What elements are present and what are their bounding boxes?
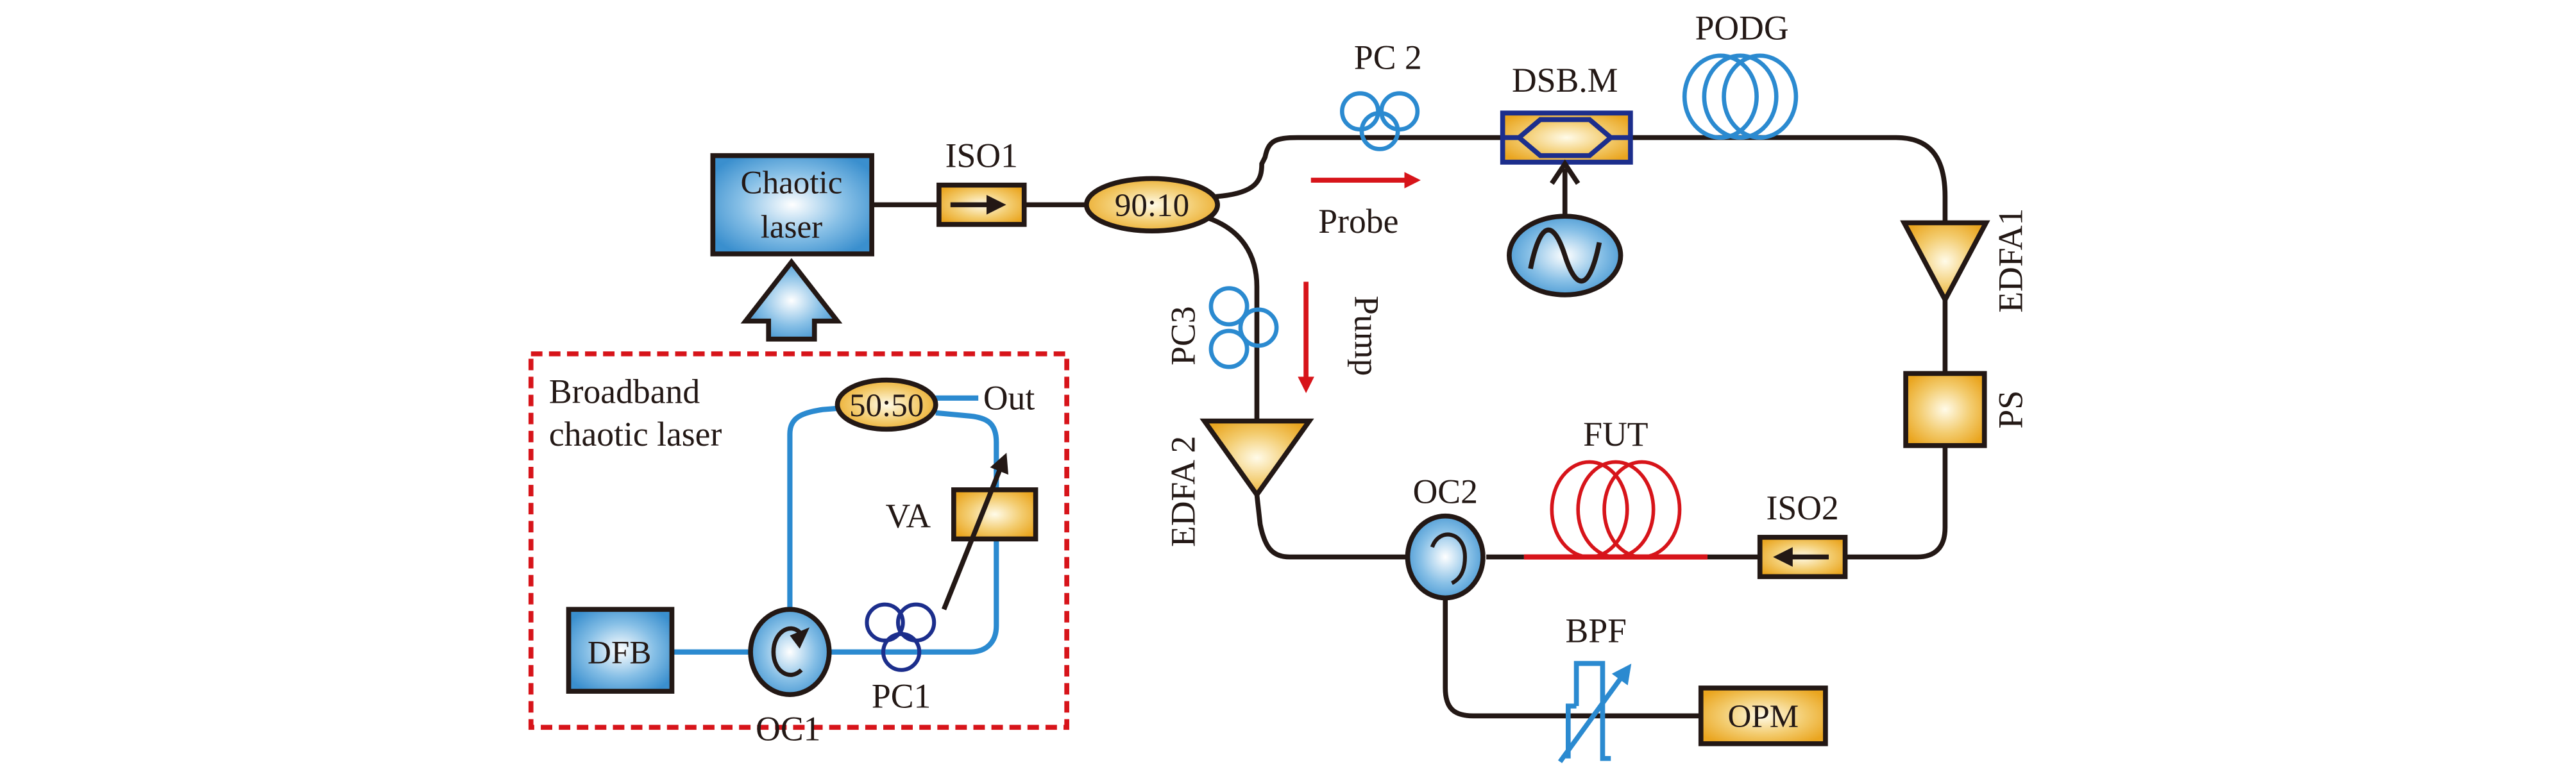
edfa1-label: EDFA1	[1991, 208, 2029, 313]
podg-fiber-coil: PODG	[1682, 8, 1799, 140]
fut-label: FUT	[1583, 415, 1648, 453]
circulator-arrow-icon	[1430, 532, 1467, 585]
adjustable-arrow-icon	[941, 453, 1009, 610]
optical-power-meter: OPM	[1698, 685, 1828, 746]
probe-label: Probe	[1318, 202, 1398, 240]
coupler-50-50	[835, 377, 938, 432]
coupler-90-10: 90:10	[1083, 176, 1220, 234]
edfa-1: EDFA1	[1900, 208, 2029, 313]
polarization-switch: PS	[1903, 371, 2029, 448]
polarization-controller-3: PC3	[1164, 286, 1279, 369]
coupler-50-50-label: 50:50	[849, 387, 924, 424]
dfb-laser	[566, 607, 675, 694]
pc2-label: PC 2	[1354, 38, 1422, 76]
fut-fiber-coil: FUT	[1550, 415, 1682, 559]
variable-attenuator	[951, 487, 1038, 542]
pc1-coil	[865, 602, 905, 643]
tunable-bandpass-filter: BPF	[1557, 611, 1632, 764]
pc3-label: PC3	[1164, 306, 1202, 365]
inset-title-line2: chaotic laser	[549, 415, 722, 453]
chaotic-laser: Chaotic laser	[710, 153, 874, 256]
isolator-1: ISO1	[936, 137, 1027, 227]
pump-label: Pump	[1348, 296, 1386, 376]
broadband-chaotic-laser-inset: Broadband chaotic laser DFB OC1 PC1 VA 5…	[528, 351, 1069, 748]
iso1-label: ISO1	[945, 137, 1018, 175]
dfb-label: DFB	[588, 635, 651, 671]
chaotic-laser-label-line1: Chaotic	[741, 164, 843, 201]
polarization-controller-2: PC 2	[1339, 38, 1422, 151]
pump-indicator: Pump	[1298, 282, 1386, 394]
out-label: Out	[983, 379, 1035, 417]
edfa2-label: EDFA 2	[1164, 436, 1202, 547]
chaotic-laser-label-line2: laser	[761, 208, 822, 245]
coupler-90-10-label: 90:10	[1115, 187, 1189, 224]
oc2-label: OC2	[1413, 472, 1478, 510]
ps-label: PS	[1991, 391, 2029, 429]
isolator-2: ISO2	[1757, 489, 1848, 580]
inset-dashed-border	[528, 351, 1069, 730]
probe-indicator: Probe	[1310, 172, 1421, 240]
up-arrow-icon	[740, 258, 843, 342]
rf-signal-source	[1507, 159, 1623, 298]
optical-circulator-1	[748, 607, 832, 697]
podg-label: PODG	[1695, 8, 1789, 47]
va-label: VA	[886, 497, 931, 535]
inset-title-line1: Broadband	[549, 372, 700, 410]
opm-label: OPM	[1727, 698, 1799, 735]
fiber-paths	[872, 135, 1948, 719]
optical-circulator-2: OC2	[1405, 472, 1486, 601]
pc1-label: PC1	[872, 677, 931, 716]
edfa-2: EDFA 2	[1164, 418, 1314, 547]
iso2-label: ISO2	[1767, 489, 1839, 527]
dsb-m-label: DSB.M	[1512, 61, 1618, 99]
oc1-label: OC1	[756, 710, 820, 748]
dsb-modulator: DSB.M	[1500, 61, 1633, 165]
bpf-label: BPF	[1566, 611, 1627, 650]
circulator-arrow-icon	[790, 627, 810, 649]
